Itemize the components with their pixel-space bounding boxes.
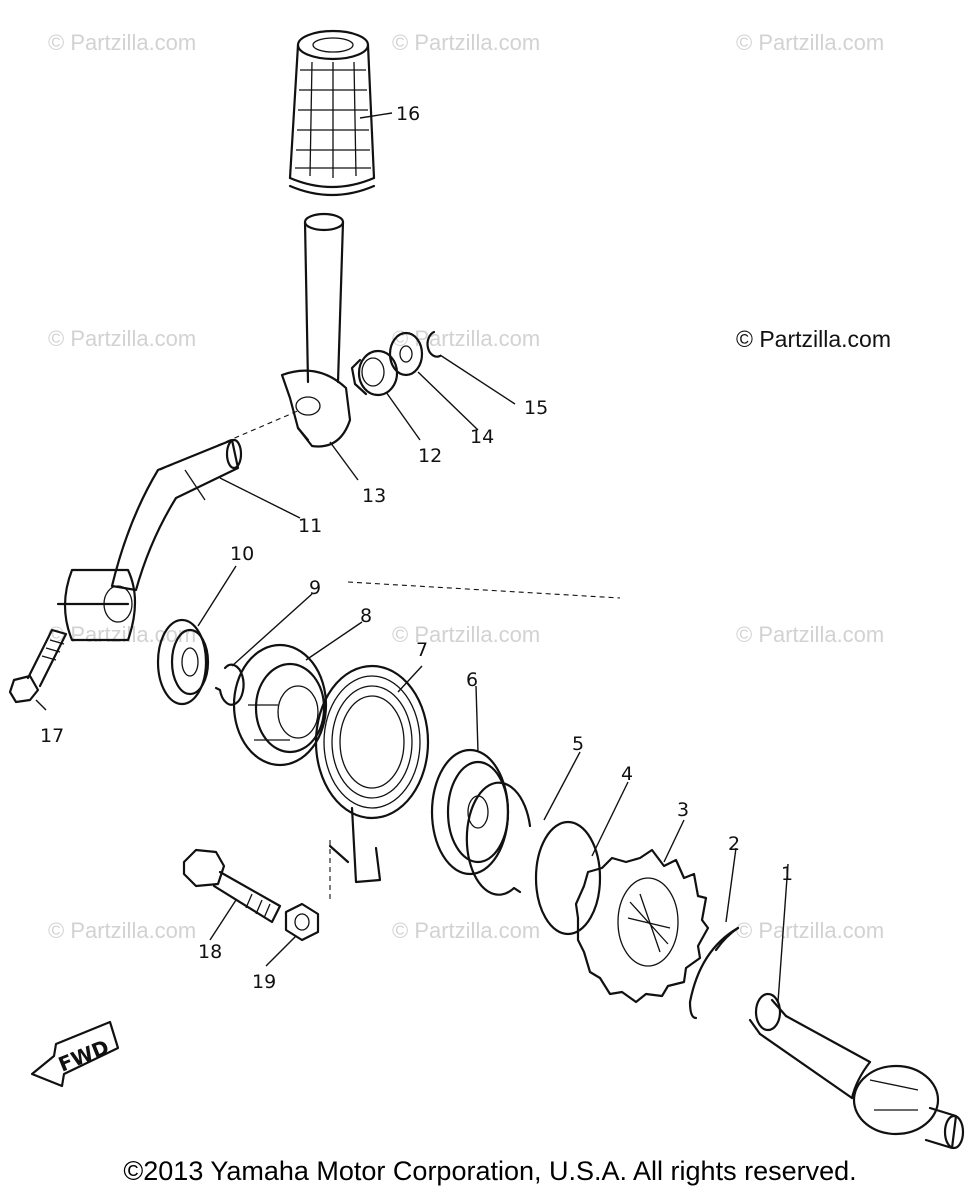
callout-13: 13 [362, 485, 386, 507]
watermark: © Partzilla.com [392, 622, 541, 647]
callout-4: 4 [621, 763, 633, 785]
callout-11: 11 [298, 515, 322, 537]
callout-15: 15 [524, 397, 548, 419]
callout-8: 8 [360, 605, 372, 627]
leader-lines [35, 112, 789, 1003]
callout-5: 5 [572, 733, 584, 755]
spring-guide[interactable] [232, 643, 328, 767]
watermark: © Partzilla.com [736, 622, 885, 647]
copyright-notice: ©2013 Yamaha Motor Corporation, U.S.A. A… [123, 1156, 857, 1186]
watermark: © Partzilla.com [736, 918, 885, 943]
kick-grip[interactable] [288, 29, 376, 197]
callout-3: 3 [677, 799, 689, 821]
callout-18: 18 [198, 941, 222, 963]
callout-9: 9 [309, 577, 321, 599]
spring-cover[interactable] [430, 748, 510, 876]
kick-crank[interactable] [56, 438, 243, 642]
callout-7: 7 [416, 639, 428, 661]
watermark: © Partzilla.com [736, 30, 885, 55]
boss[interactable] [350, 349, 399, 397]
washer-14[interactable] [388, 331, 424, 377]
brand-watermark: © Partzilla.com [736, 326, 891, 352]
kick-pedal-shaft[interactable] [303, 212, 345, 384]
circlip-5[interactable] [465, 781, 532, 896]
watermark: © Partzilla.com [392, 30, 541, 55]
circlip-15[interactable] [426, 330, 442, 358]
callout-2: 2 [728, 833, 740, 855]
callout-16: 16 [396, 103, 420, 125]
watermark: © Partzilla.com [48, 326, 197, 351]
callout-6: 6 [466, 669, 478, 691]
circlip-9[interactable] [214, 663, 245, 706]
bolt-17[interactable] [8, 628, 68, 704]
kick-axle[interactable] [748, 992, 965, 1150]
crank-boss[interactable] [280, 369, 352, 448]
callout-10: 10 [230, 543, 254, 565]
watermark: © Partzilla.com [48, 622, 197, 647]
washer[interactable] [534, 820, 602, 936]
watermark: © Partzilla.com [392, 918, 541, 943]
circlip[interactable] [688, 926, 740, 1020]
torsion-spring[interactable] [314, 664, 430, 884]
callout-1: 1 [781, 863, 793, 885]
nut-19[interactable] [284, 902, 320, 942]
watermark: © Partzilla.com [48, 30, 197, 55]
callout-17: 17 [40, 725, 64, 747]
callout-19: 19 [252, 971, 276, 993]
bolt-18[interactable] [182, 848, 282, 924]
callout-14: 14 [470, 426, 494, 448]
fwd-arrow-icon: FWD [30, 1020, 120, 1088]
watermark: © Partzilla.com [48, 918, 197, 943]
bushing[interactable] [156, 618, 210, 706]
callout-12: 12 [418, 445, 442, 467]
kick-gear[interactable] [574, 848, 710, 1004]
